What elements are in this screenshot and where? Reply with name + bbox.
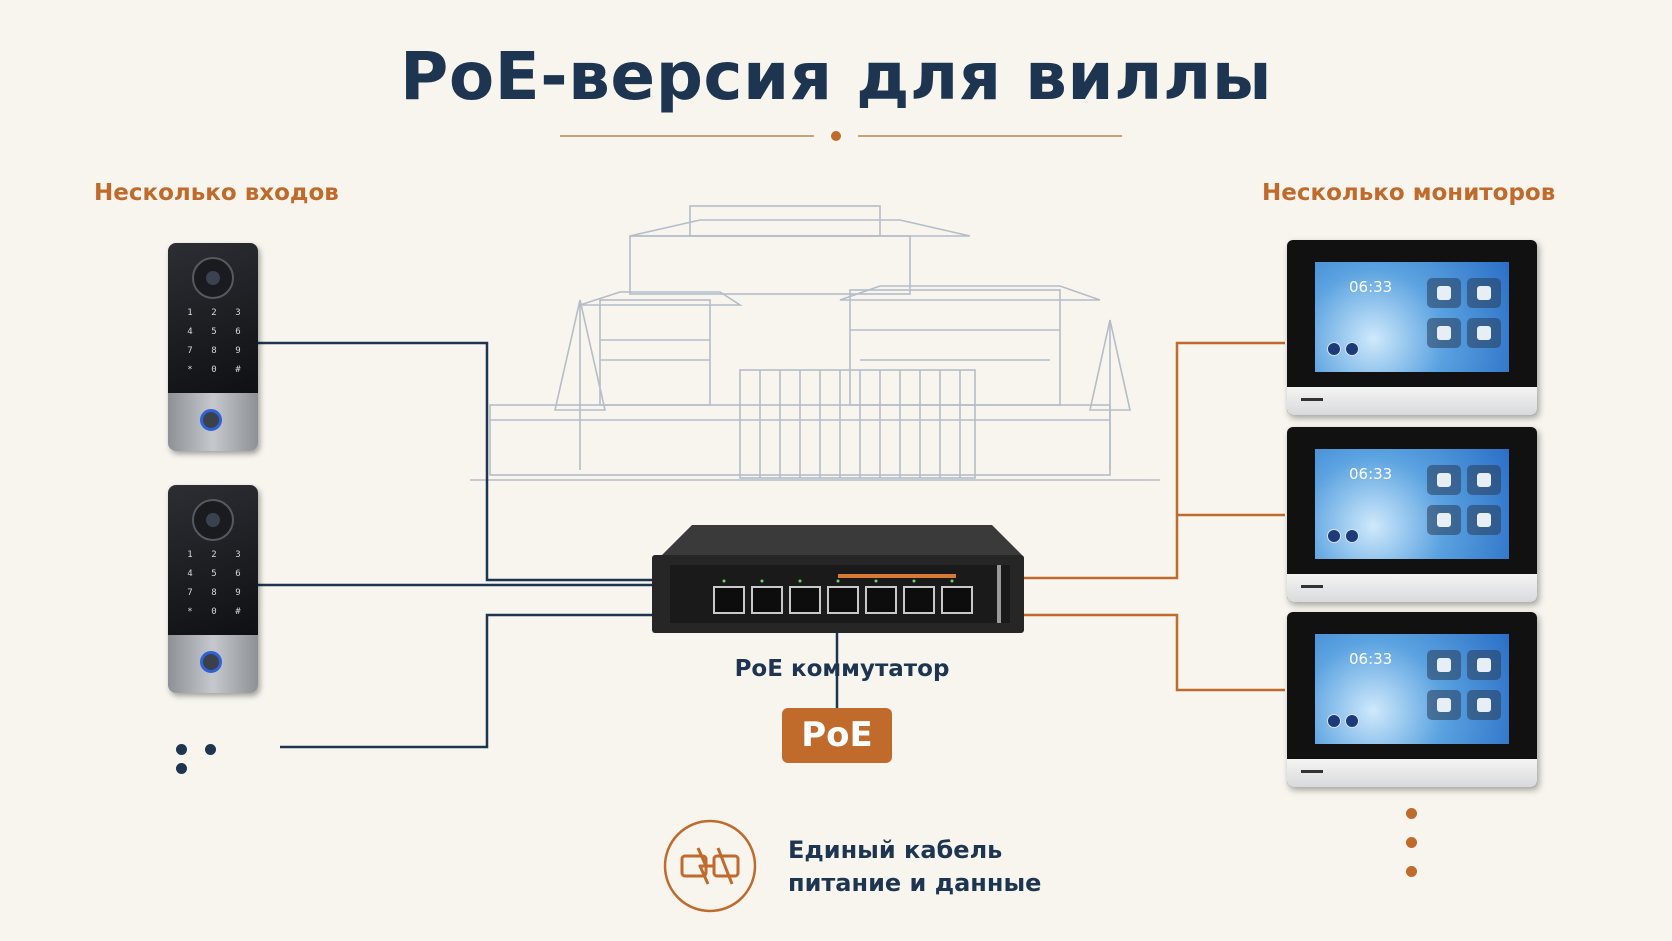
villa-sketch: [470, 205, 1160, 481]
monitor-screen: 06:33: [1315, 634, 1509, 744]
more-monitors-dots: [1406, 808, 1420, 888]
key: #: [235, 365, 241, 375]
switch-ports: [713, 586, 973, 614]
outdoor-panel-icon: 1 2 3 4 5 6 7 8 9 * 0 #: [168, 485, 258, 693]
camera-lens-icon: [192, 499, 234, 541]
key: 2: [211, 550, 217, 560]
key: 0: [211, 607, 217, 617]
poe-switch-icon: [652, 525, 1024, 633]
play-tile-icon: [1467, 465, 1501, 495]
poe-badge: PoE: [782, 708, 892, 763]
outdoor-panel-icon: 1 2 3 4 5 6 7 8 9 * 0 #: [168, 243, 258, 451]
key: 1: [187, 550, 193, 560]
key: 5: [211, 327, 217, 337]
brand-mark: [1301, 585, 1323, 588]
indoor-monitor-icon: 06:33: [1287, 427, 1537, 602]
settings-tile-icon: [1467, 318, 1501, 348]
call-button-icon: [200, 651, 222, 673]
monitor-bezel: [1287, 574, 1537, 602]
key: 7: [187, 346, 193, 356]
key: 3: [235, 308, 241, 318]
key: 3: [235, 550, 241, 560]
camera-tile-icon: [1427, 505, 1461, 535]
monitor-clock: 06:33: [1349, 650, 1393, 668]
monitor-screen: 06:33: [1315, 262, 1509, 372]
key: 8: [211, 588, 217, 598]
brand-mark: [1301, 770, 1323, 773]
key: 1: [187, 308, 193, 318]
gate-bars: [759, 370, 961, 478]
caption-line-1: Единый кабель: [788, 836, 1003, 864]
key: 8: [211, 346, 217, 356]
keypad: 1 2 3 4 5 6 7 8 9 * 0 #: [178, 550, 250, 617]
monitor-bezel: [1287, 759, 1537, 787]
switch-label: PoE коммутатор: [734, 656, 950, 682]
camera-lens-icon: [192, 257, 234, 299]
indoor-monitor-icon: 06:33: [1287, 240, 1537, 415]
key: 6: [235, 327, 241, 337]
key: 5: [211, 569, 217, 579]
play-tile-icon: [1467, 650, 1501, 680]
key: 0: [211, 365, 217, 375]
monitor-clock: 06:33: [1349, 465, 1393, 483]
cable-caption: Единый кабель питание и данные: [788, 834, 1041, 900]
power-icon: [1345, 529, 1359, 543]
key: 4: [187, 327, 193, 337]
key: *: [187, 607, 193, 617]
settings-tile-icon: [1467, 505, 1501, 535]
monitor-clock: 06:33: [1349, 278, 1393, 296]
key: #: [235, 607, 241, 617]
monitor-bezel: [1287, 387, 1537, 415]
power-icon: [1345, 714, 1359, 728]
title-rule-dot: [831, 131, 841, 141]
keypad: 1 2 3 4 5 6 7 8 9 * 0 #: [178, 308, 250, 375]
monitors-label: Несколько мониторов: [1262, 180, 1556, 206]
brand-mark: [1301, 398, 1323, 401]
indoor-monitor-icon: 06:33: [1287, 612, 1537, 787]
key: 7: [187, 588, 193, 598]
key: 6: [235, 569, 241, 579]
power-icon: [1345, 342, 1359, 356]
key: *: [187, 365, 193, 375]
volume-icon: [1327, 714, 1341, 728]
key: 9: [235, 346, 241, 356]
entrances-label: Несколько входов: [94, 180, 339, 206]
page-title: PoE-версия для виллы: [399, 38, 1273, 115]
volume-icon: [1327, 529, 1341, 543]
key: 2: [211, 308, 217, 318]
caption-line-2: питание и данные: [788, 869, 1042, 897]
call-button-icon: [200, 409, 222, 431]
key: 9: [235, 588, 241, 598]
monitor-screen: 06:33: [1315, 449, 1509, 559]
monitor-tile-icon: [1427, 465, 1461, 495]
settings-tile-icon: [1467, 690, 1501, 720]
port-leds: [722, 579, 954, 583]
volume-icon: [1327, 342, 1341, 356]
more-entrances-dots: [176, 740, 256, 774]
key: 4: [187, 569, 193, 579]
camera-tile-icon: [1427, 318, 1461, 348]
left-wiring: [258, 341, 654, 749]
monitor-tile-icon: [1427, 650, 1461, 680]
monitor-tile-icon: [1427, 278, 1461, 308]
play-tile-icon: [1467, 278, 1501, 308]
right-wiring: [1022, 341, 1285, 692]
camera-tile-icon: [1427, 690, 1461, 720]
cable-link-icon: [663, 819, 757, 913]
